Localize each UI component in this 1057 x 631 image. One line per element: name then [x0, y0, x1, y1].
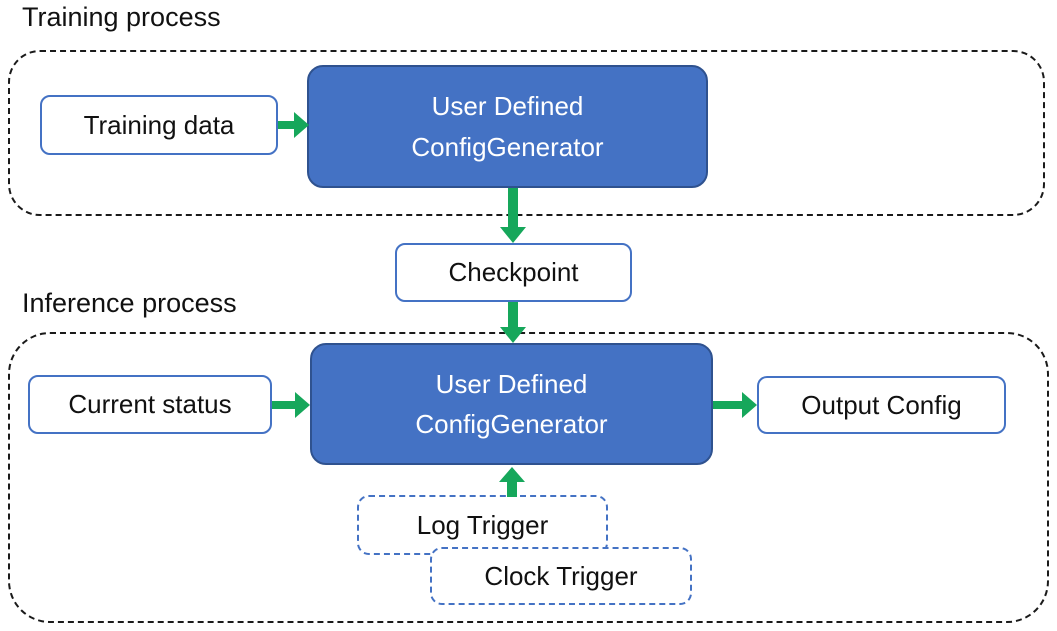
inference-process-container: [8, 332, 1049, 623]
arrow-triggers-to-generator: [499, 467, 525, 497]
inference-config-generator-line1: User Defined: [435, 368, 588, 399]
training-process-container: [8, 50, 1045, 216]
arrow-head: [500, 227, 526, 243]
arrow-generator-to-checkpoint: [500, 188, 526, 243]
arrow-head: [294, 112, 309, 138]
arrow-generator-to-output-config: [713, 392, 757, 418]
arrow-head: [295, 392, 310, 418]
training-config-generator-line2: ConfigGenerator: [411, 131, 604, 162]
arrow-current-status-to-generator: [272, 392, 310, 418]
inference-config-generator-box: User Defined ConfigGenerator: [310, 343, 713, 465]
arrow-shaft: [507, 481, 517, 497]
arrow-shaft: [508, 302, 518, 328]
arrow-head: [500, 327, 526, 343]
arrow-shaft: [713, 401, 744, 409]
output-config-box: Output Config: [757, 376, 1006, 434]
clock-trigger-box: Clock Trigger: [430, 547, 692, 605]
current-status-box: Current status: [28, 375, 272, 434]
inference-config-generator-line2: ConfigGenerator: [415, 409, 608, 439]
training-config-generator-box: User Defined ConfigGenerator: [307, 65, 708, 188]
arrow-shaft: [272, 401, 297, 409]
inference-process-title: Inference process: [22, 288, 237, 318]
checkpoint-box: Checkpoint: [395, 243, 632, 302]
log-trigger-box: Log Trigger: [357, 495, 608, 555]
arrow-training-data-to-generator: [278, 112, 309, 138]
training-config-generator-line1: User Defined: [431, 91, 584, 122]
arrow-shaft: [278, 121, 296, 129]
arrow-head: [742, 392, 757, 418]
training-process-title: Training process: [22, 2, 221, 32]
training-data-box: Training data: [40, 95, 278, 155]
arrow-checkpoint-to-generator: [500, 302, 526, 343]
arrow-head: [499, 467, 525, 482]
arrow-shaft: [508, 188, 518, 228]
